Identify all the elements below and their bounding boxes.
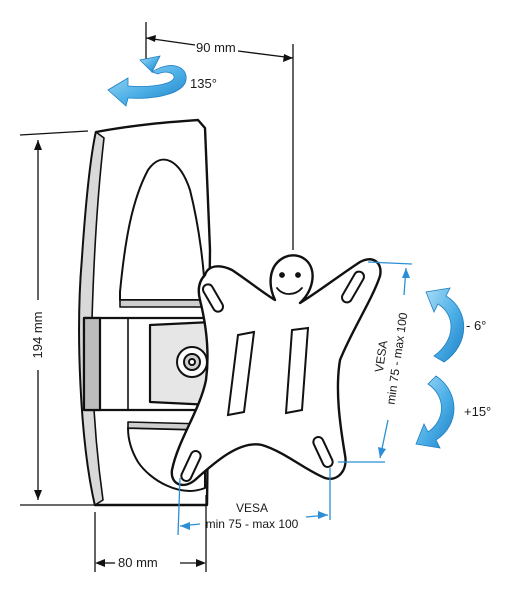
vesa-right-title: VESA bbox=[372, 340, 390, 374]
tilt-down-label: +15° bbox=[464, 404, 491, 419]
mounting-slots bbox=[180, 270, 365, 482]
bottom-width-label: 80 mm bbox=[118, 555, 158, 570]
vesa-plate bbox=[170, 254, 382, 487]
center-slots bbox=[226, 326, 310, 417]
vesa-right-label-group: VESA min 75 - max 100 bbox=[372, 311, 410, 405]
pivot-knob bbox=[176, 346, 208, 378]
hinge-arm bbox=[82, 316, 214, 412]
height-label: 194 mm bbox=[30, 312, 45, 359]
vesa-plate-body bbox=[170, 254, 382, 487]
swivel-angle-label: 135° bbox=[190, 76, 217, 91]
swivel-arrow-icon bbox=[107, 55, 187, 107]
dimension-lines bbox=[19, 22, 294, 572]
tilt-down-arrow-icon bbox=[415, 375, 455, 449]
vesa-bottom-title: VESA bbox=[236, 501, 268, 515]
vesa-bottom-range: min 75 - max 100 bbox=[206, 517, 299, 531]
tilt-up-label: - 6° bbox=[466, 318, 486, 333]
smiley-face bbox=[276, 272, 303, 295]
tilt-up-arrow-icon bbox=[425, 287, 465, 363]
dimension-arrowheads bbox=[34, 35, 293, 567]
top-width-label: 90 mm bbox=[196, 40, 236, 55]
vesa-arrowheads bbox=[180, 268, 410, 530]
